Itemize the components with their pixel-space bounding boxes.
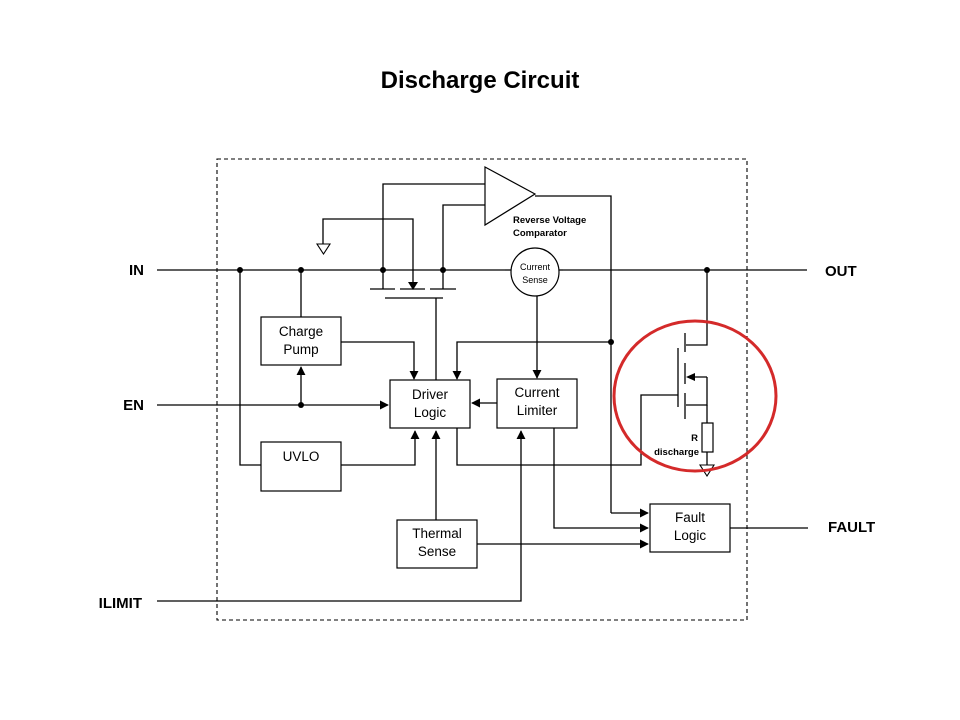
charge-pump-label-line1: Charge [279,324,323,339]
thermal-sense-block: Thermal Sense [396,519,478,569]
discharge-highlight-circle [612,319,778,473]
r-discharge-label-line2: discharge [654,447,699,458]
comparator-label-line2: Comparator [513,228,567,239]
ground-icon [315,243,332,256]
r-discharge-label-line1: R [691,433,698,444]
uvlo-block: UVLO [260,441,342,492]
in-rail [157,267,505,273]
fault-logic-label-line1: Fault [675,510,705,525]
comparator-label-line1: Reverse Voltage [513,215,586,226]
current-limiter-label-line1: Current [514,385,559,400]
current-limiter-block: Current Limiter [496,378,578,429]
charge-pump-to-driver-wire [341,341,419,380]
pin-ilimit-label: ILIMIT [99,595,142,612]
driver-to-discharge-gate-wire [456,394,678,466]
driver-logic-label-line1: Driver [412,387,449,402]
discharge-mosfet [677,270,714,465]
charge-pump-label-line2: Pump [283,342,318,357]
fault-logic-block: Fault Logic [649,503,731,553]
current-sense-label-line2: Sense [522,275,548,285]
pin-en-label: EN [123,397,144,414]
chip-boundary [216,158,748,621]
current-sense-label-line1: Current [520,262,551,272]
pin-out-label: OUT [825,263,857,280]
uvlo-to-driver-wire [341,430,420,466]
fault-logic-label-line2: Logic [674,528,707,543]
thermal-sense-label-line2: Sense [418,544,456,559]
pin-fault-label: FAULT [828,519,875,536]
driver-logic-block: Driver Logic [389,379,471,429]
pass-mosfet [322,218,456,382]
current-limiter-label-line2: Limiter [517,403,558,418]
pin-in-label: IN [129,262,144,279]
in-to-uvlo-wire [239,270,261,466]
diagram-title: Discharge Circuit [381,67,580,94]
limiter-to-fault-wire [553,428,649,533]
current-sense: Current Sense [510,247,560,297]
comparator-to-driver-wire [452,341,611,380]
reverse-voltage-comparator [382,165,612,513]
thermal-sense-label-line1: Thermal [412,526,462,541]
driver-logic-label-line2: Logic [414,405,447,420]
ilimit-to-limiter-wire [157,430,526,602]
out-rail [563,267,807,273]
charge-pump-block: Charge Pump [260,316,342,366]
uvlo-label: UVLO [283,449,320,464]
